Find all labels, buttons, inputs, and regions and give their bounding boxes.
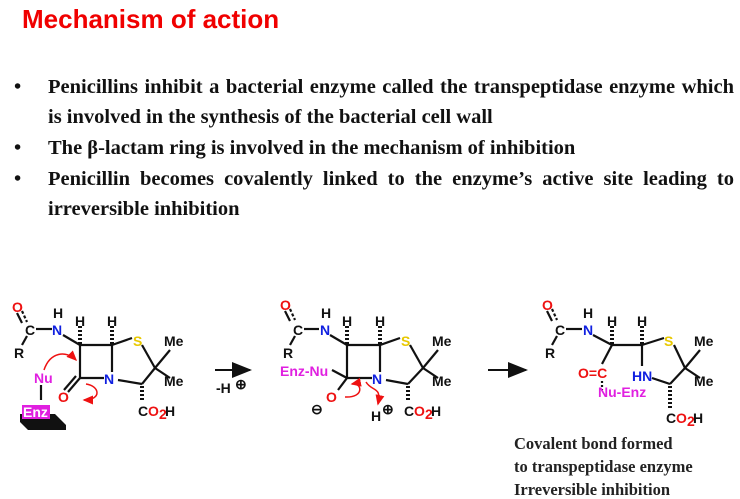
svg-text:O: O xyxy=(148,403,159,419)
svg-text:Me: Me xyxy=(164,333,184,349)
bullet-icon: • xyxy=(14,76,22,98)
svg-text:O=C: O=C xyxy=(578,365,607,381)
bullet-icon: • xyxy=(14,137,22,159)
svg-text:HN: HN xyxy=(632,368,652,384)
svg-text:Me: Me xyxy=(694,373,714,389)
structure-2-labels: O C N H R H H S N Me Me Enz-Nu O ⊖ H ⊕ C… xyxy=(280,297,452,424)
svg-text:H: H xyxy=(583,305,593,321)
svg-text:Enz-Nu: Enz-Nu xyxy=(280,363,328,379)
svg-text:N: N xyxy=(320,322,330,338)
svg-text:C: C xyxy=(404,403,414,419)
svg-text:N: N xyxy=(52,322,62,338)
acyl-enzyme-complex xyxy=(546,308,701,410)
svg-text:2: 2 xyxy=(687,413,695,429)
slide-title: Mechanism of action xyxy=(22,4,280,34)
svg-text:C: C xyxy=(293,322,303,338)
svg-text:C: C xyxy=(666,410,676,426)
svg-text:O: O xyxy=(542,297,553,313)
svg-text:H: H xyxy=(165,403,175,419)
svg-text:N: N xyxy=(372,371,382,387)
svg-text:R: R xyxy=(545,345,555,361)
svg-text:C: C xyxy=(138,403,148,419)
bullet-item: •The β-lactam ring is involved in the me… xyxy=(14,133,734,163)
svg-text:Me: Me xyxy=(432,333,452,349)
svg-text:H: H xyxy=(607,313,617,329)
svg-text:O: O xyxy=(280,297,291,313)
tetrahedral-intermediate xyxy=(284,308,439,406)
svg-text:H: H xyxy=(107,313,117,329)
svg-text:R: R xyxy=(14,345,24,361)
structure-3-labels: O C N H R H H S Me Me O=C HN Nu-Enz C O … xyxy=(542,297,714,429)
svg-text:Me: Me xyxy=(694,333,714,349)
svg-text:C: C xyxy=(555,322,565,338)
svg-text:2: 2 xyxy=(159,406,167,422)
svg-text:N: N xyxy=(583,322,593,338)
svg-text:O: O xyxy=(414,403,425,419)
svg-text:H: H xyxy=(321,305,331,321)
svg-text:Nu: Nu xyxy=(34,370,53,386)
svg-text:H: H xyxy=(342,313,352,329)
result-caption: Covalent bond formed to transpeptidase e… xyxy=(514,434,693,499)
svg-text:H: H xyxy=(75,313,85,329)
bullet-list: •Penicillins inhibit a bacterial enzyme … xyxy=(14,72,734,225)
bullet-item: •Penicillins inhibit a bacterial enzyme … xyxy=(14,72,734,132)
svg-text:S: S xyxy=(664,333,673,349)
svg-text:R: R xyxy=(283,345,293,361)
penicillin-structure xyxy=(16,310,171,430)
svg-text:H: H xyxy=(693,410,703,426)
svg-text:O: O xyxy=(58,389,69,405)
bullet-icon: • xyxy=(14,168,22,190)
svg-text:H: H xyxy=(53,305,63,321)
deprotonation-label: -H xyxy=(216,380,231,396)
svg-text:2: 2 xyxy=(425,406,433,422)
svg-text:H: H xyxy=(371,408,381,424)
svg-text:⊖: ⊖ xyxy=(311,401,323,417)
svg-text:C: C xyxy=(25,322,35,338)
svg-text:H: H xyxy=(375,313,385,329)
structure-1-labels: O C N H R H H S N Me Me O Nu Enz C O 2 H xyxy=(12,299,184,422)
svg-text:Enz: Enz xyxy=(23,404,48,420)
svg-text:H: H xyxy=(637,313,647,329)
svg-text:O: O xyxy=(326,389,337,405)
svg-text:Me: Me xyxy=(164,373,184,389)
plus-charge: ⊕ xyxy=(235,376,247,392)
bullet-item: •Penicillin becomes covalently linked to… xyxy=(14,164,734,224)
svg-text:S: S xyxy=(133,333,142,349)
svg-text:N: N xyxy=(104,371,114,387)
svg-text:S: S xyxy=(401,333,410,349)
svg-text:O: O xyxy=(12,299,23,315)
svg-text:Me: Me xyxy=(432,373,452,389)
svg-text:Nu-Enz: Nu-Enz xyxy=(598,384,646,400)
svg-text:H: H xyxy=(431,403,441,419)
svg-text:⊕: ⊕ xyxy=(382,401,394,417)
svg-text:O: O xyxy=(676,410,687,426)
